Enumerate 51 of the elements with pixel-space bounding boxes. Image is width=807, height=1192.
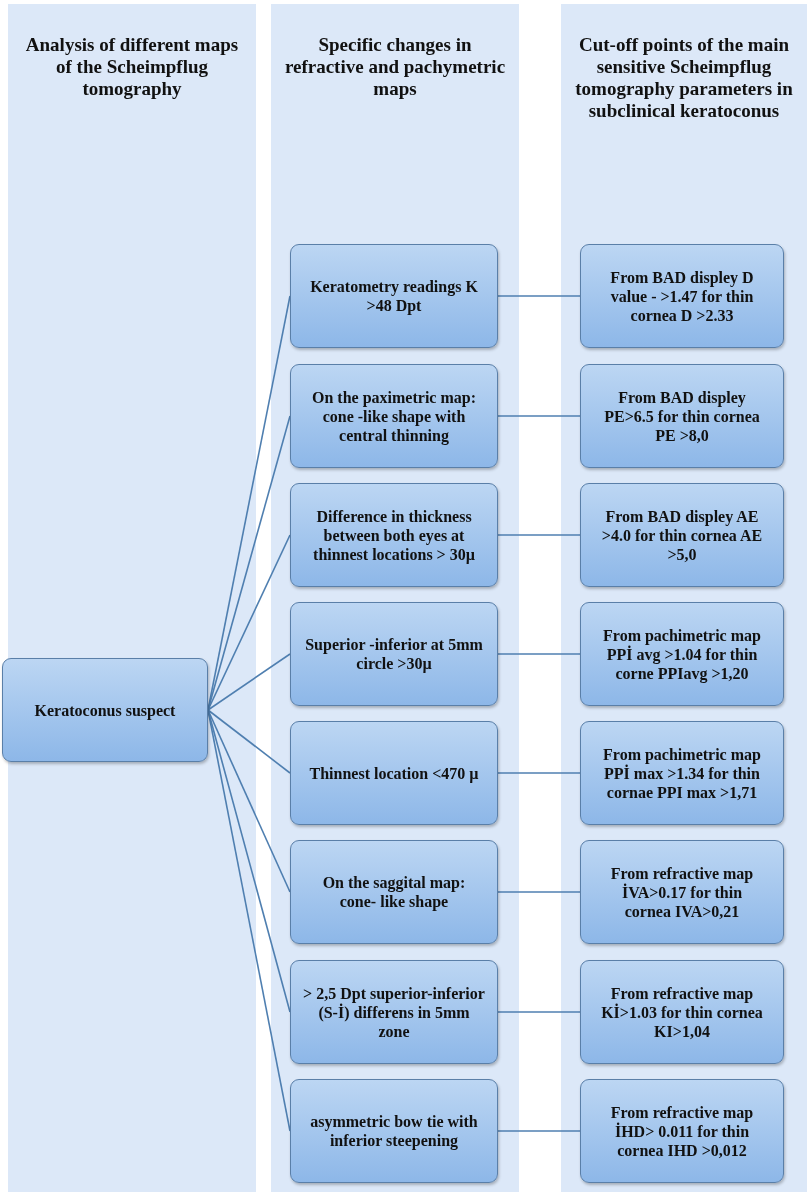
connector-line <box>497 295 581 297</box>
process-box <box>580 960 784 1064</box>
process-box <box>580 721 784 825</box>
connector-line <box>497 1130 581 1132</box>
box-text: > 2,5 Dpt superior-inferior (S-İ) differens in 5mm zone <box>302 983 486 1041</box>
column-heading: Cut-off points of the main sensitive Scheimpflug tomography parameters in subclinical keratoconus <box>574 34 794 122</box>
box-text: From refractive map İVA>0.17 for thin cornea IVA>0,21 <box>609 863 755 921</box>
column-heading: Specific changes in refractive and pachymetric maps <box>283 34 507 100</box>
process-box <box>2 658 208 762</box>
process-box <box>290 483 498 587</box>
box-text: Keratometry readings K >48 Dpt <box>309 277 479 315</box>
column-panel <box>271 4 519 1192</box>
connector-line <box>497 534 581 536</box>
box-text: Superior -inferior at 5mm circle >30µ <box>304 635 484 673</box>
connector-line <box>207 653 291 711</box>
box-text: Thinnest location <470 µ <box>308 763 480 783</box>
process-box <box>290 960 498 1064</box>
box-text: From BAD displey AE >4.0 for thin cornea AE >5,0 <box>600 506 764 564</box>
process-box <box>290 840 498 944</box>
connector-line <box>207 709 291 893</box>
connector-line <box>497 653 581 655</box>
connector-line <box>207 534 291 711</box>
box-text: On the paximetric map: cone -like shape with central thinning <box>311 387 477 445</box>
box-text: From BAD displey D value - >1.47 for thin cornea D >2.33 <box>609 267 755 325</box>
connector-line <box>207 709 291 774</box>
connector-line <box>497 891 581 893</box>
connector-line <box>497 415 581 417</box>
process-box <box>290 244 498 348</box>
process-box <box>580 840 784 944</box>
process-box <box>290 364 498 468</box>
process-box <box>290 721 498 825</box>
process-box <box>290 602 498 706</box>
box-text: From refractive map İHD> 0.011 for thin cornea IHD >0,012 <box>609 1102 755 1160</box>
process-box <box>580 483 784 587</box>
box-text: Keratoconus suspect <box>33 700 177 720</box>
box-text: asymmetric bow tie with inferior steepening <box>309 1112 479 1150</box>
process-box <box>580 602 784 706</box>
process-box <box>290 1079 498 1183</box>
column-heading: Analysis of different maps of the Scheimpflug tomography <box>24 34 240 100</box>
box-text: From pachimetric map PPİ avg >1.04 for thin corne PPIavg >1,20 <box>602 625 762 683</box>
connector-line <box>497 772 581 774</box>
box-text: From pachimetric map PPİ max >1.34 for thin cornae PPI max >1,71 <box>602 744 762 802</box>
column-panel <box>561 4 807 1192</box>
connector-line <box>497 1011 581 1013</box>
box-text: On the saggital map: cone- like shape <box>321 873 467 911</box>
box-text: From BAD displey PE>6.5 for thin cornea PE >8,0 <box>603 387 761 445</box>
process-box <box>580 244 784 348</box>
process-box <box>580 364 784 468</box>
process-box <box>580 1079 784 1183</box>
box-text: Difference in thickness between both eyes at thinnest locations > 30µ <box>312 506 476 564</box>
box-text: From refractive map Kİ>1.03 for thin cornea KI>1,04 <box>600 983 764 1041</box>
